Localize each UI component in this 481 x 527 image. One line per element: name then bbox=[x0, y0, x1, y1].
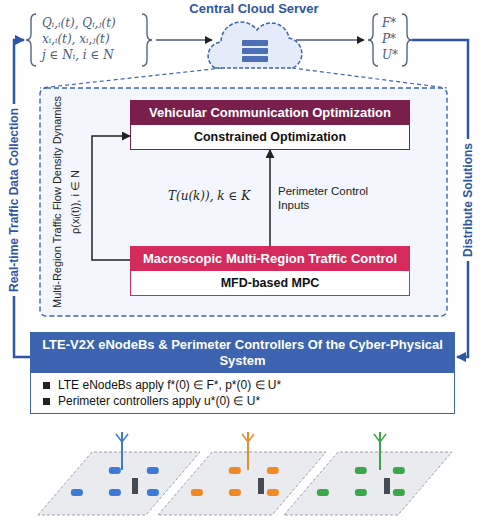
side-label: Real-time Traffic Data Collection bbox=[7, 104, 21, 296]
connector-label: Perimeter Control Inputs bbox=[278, 184, 374, 212]
car bbox=[355, 489, 367, 496]
brace bbox=[402, 14, 412, 66]
bullet-row: Perimeter controllers apply u*(0) ∈ U* bbox=[31, 393, 454, 413]
box-body: MFD-based MPC bbox=[131, 271, 409, 295]
math-label: T(u(k)), k ∈ K bbox=[168, 188, 250, 204]
perimeter-controller bbox=[258, 478, 264, 494]
flow-arrow bbox=[296, 39, 364, 40]
car bbox=[109, 467, 121, 474]
car bbox=[267, 489, 279, 496]
antenna bbox=[242, 434, 254, 442]
car bbox=[317, 489, 329, 496]
car bbox=[267, 467, 279, 474]
connector-layer bbox=[92, 136, 270, 260]
system-box: LTE-V2X eNodeBs & Perimeter Controllers … bbox=[30, 332, 455, 414]
bullet-mark bbox=[43, 398, 50, 405]
enodeb-tower bbox=[121, 432, 123, 470]
car bbox=[147, 489, 159, 496]
bullet-text: LTE eNodeBs apply f*(0) ∈ F*, p*(0) ∈ U* bbox=[58, 378, 281, 392]
zoom-line bbox=[292, 68, 447, 88]
car bbox=[191, 489, 203, 496]
connector bbox=[269, 150, 271, 246]
brace bbox=[26, 14, 36, 66]
box-heading: LTE-V2X eNodeBs & Perimeter Controllers … bbox=[31, 333, 454, 373]
brace bbox=[142, 14, 152, 66]
car bbox=[355, 467, 367, 474]
math-label: F* bbox=[382, 15, 396, 31]
car bbox=[229, 489, 241, 496]
math-label: ρ(xᵢ(t)), i ∈ N bbox=[69, 167, 82, 237]
region-plate bbox=[284, 452, 452, 515]
control-box: Macroscopic Multi-Region Traffic Control… bbox=[130, 246, 410, 296]
diagram-title: Central Cloud Server bbox=[189, 1, 318, 16]
bullet-mark bbox=[43, 382, 50, 389]
cloud-icon bbox=[208, 22, 302, 68]
car bbox=[393, 467, 405, 474]
car bbox=[71, 489, 83, 496]
perimeter-controller bbox=[384, 478, 390, 494]
math-label: xᵢ,ᵢ(t), xᵢ,ⱼ(t) bbox=[42, 31, 110, 47]
perimeter-controller bbox=[132, 478, 138, 494]
enodeb-tower bbox=[247, 432, 249, 470]
box-heading: Vehicular Communication Optimization bbox=[131, 101, 409, 125]
brace bbox=[368, 14, 378, 66]
server-unit bbox=[242, 56, 268, 62]
server-unit bbox=[242, 48, 268, 54]
car bbox=[393, 489, 405, 496]
server-unit bbox=[242, 40, 268, 46]
bullet-text: Perimeter controllers apply u*(0) ∈ U* bbox=[58, 394, 260, 408]
bullet-row: LTE eNodeBs apply f*(0) ∈ F*, p*(0) ∈ U* bbox=[31, 373, 454, 393]
math-label: Qᵢ,ᵢ(t), Qᵢ,ⱼ(t) bbox=[42, 15, 116, 31]
optimization-box: Vehicular Communication OptimizationCons… bbox=[130, 100, 410, 150]
zoom-line bbox=[40, 68, 222, 88]
car bbox=[229, 467, 241, 474]
box-heading: Macroscopic Multi-Region Traffic Control bbox=[131, 247, 409, 271]
processing-region bbox=[40, 88, 447, 316]
enodeb-tower bbox=[379, 432, 381, 470]
math-label: P* bbox=[382, 31, 396, 47]
car bbox=[109, 489, 121, 496]
antenna bbox=[116, 434, 128, 442]
math-label: U* bbox=[382, 47, 398, 63]
math-label: j ∈ Nᵢ, i ∈ N bbox=[42, 47, 114, 63]
city-illustration bbox=[38, 432, 452, 515]
flow-arrow bbox=[156, 39, 212, 40]
connector bbox=[92, 136, 130, 260]
car bbox=[147, 467, 159, 474]
side-label: Distribute Solutions bbox=[461, 139, 475, 261]
axis-note: Multi-Region Traffic Flow Density Dynami… bbox=[51, 93, 64, 311]
box-body: Constrained Optimization bbox=[131, 125, 409, 149]
antenna bbox=[374, 434, 386, 442]
